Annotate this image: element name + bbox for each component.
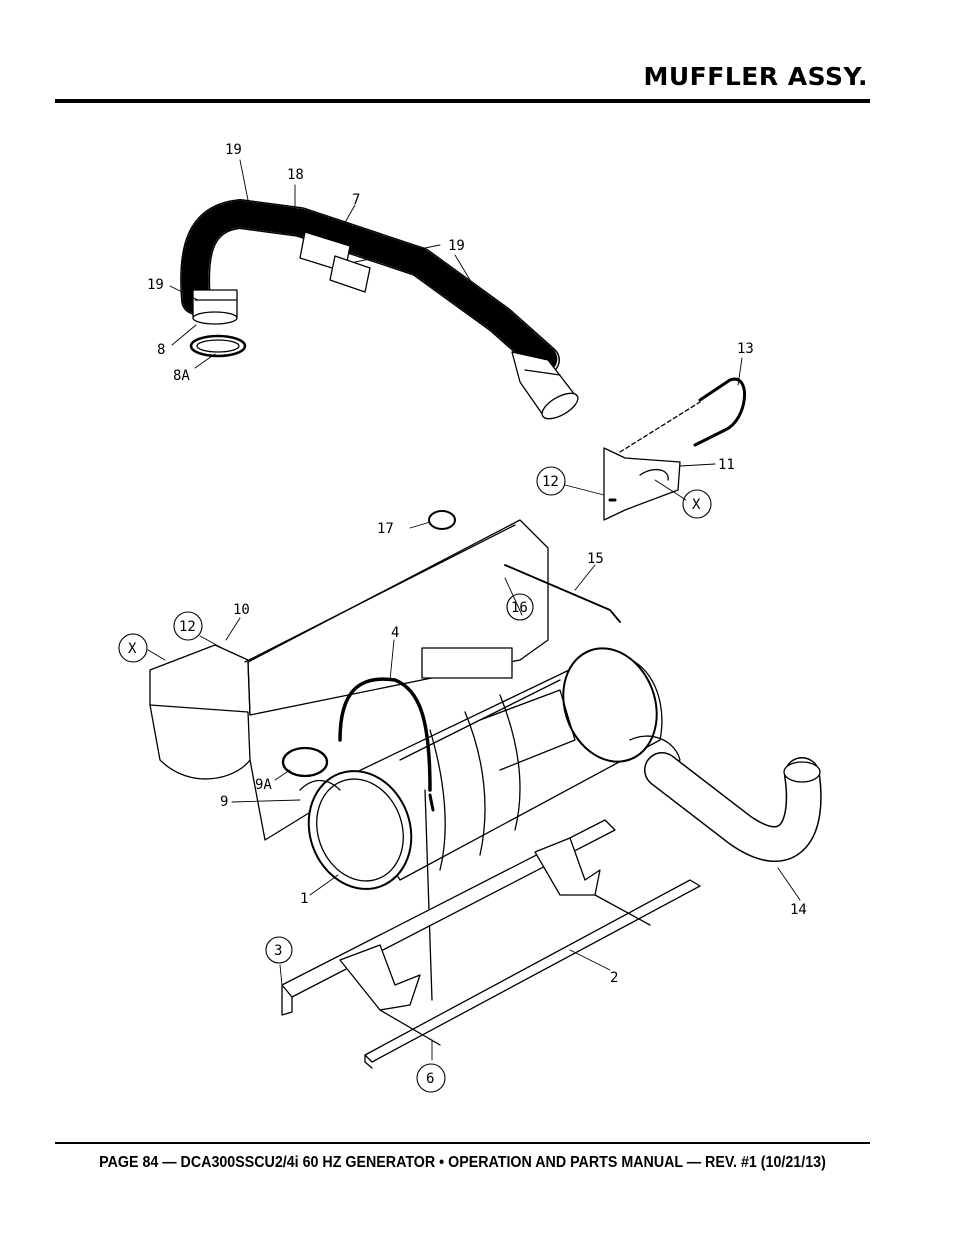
callout-9a: 9A — [255, 777, 272, 793]
callout-19: 19 — [147, 277, 164, 293]
callout-3: 3 — [274, 943, 282, 959]
callout-16: 16 — [511, 600, 528, 616]
flex-hose-upper — [180, 199, 560, 375]
callout-10: 10 — [233, 602, 250, 618]
heat-shield-panel-10 — [149, 519, 549, 841]
gasket-17 — [428, 510, 456, 530]
gasket-8a — [189, 334, 247, 358]
callout-circles — [118, 466, 712, 1093]
hose-fitting-right — [511, 351, 579, 420]
callout-12: 12 — [179, 619, 196, 635]
callout-6: 6 — [426, 1071, 434, 1087]
callout-1: 1 — [300, 891, 308, 907]
callout-8: 8 — [157, 342, 165, 358]
page-footer: PAGE 84 — DCA300SSCU2/4i 60 HZ GENERATOR… — [99, 1154, 826, 1171]
header-rule — [55, 99, 870, 103]
u-bolt-13 — [693, 377, 746, 447]
hose-fitting-left — [192, 289, 238, 325]
callout-13: 13 — [737, 341, 754, 357]
callout-18: 18 — [287, 167, 304, 183]
callout-12: 12 — [542, 474, 559, 490]
gasket-9a — [281, 746, 329, 778]
rod-15 — [504, 564, 621, 623]
callout-7: 7 — [352, 192, 360, 208]
hose-clamp-7 — [299, 231, 371, 293]
muffler-body-1 — [299, 647, 681, 890]
page-title: MUFFLER ASSY. — [643, 62, 868, 91]
callout-x: X — [128, 641, 137, 657]
callout-19: 19 — [448, 238, 465, 254]
bracket-11 — [603, 447, 681, 521]
callout-4: 4 — [391, 625, 399, 641]
callout-8a: 8A — [173, 368, 190, 384]
muffler-strap-4 — [338, 677, 432, 792]
callout-labels: 19 18 7 19 19 8 8A 13 12 11 X 17 15 16 1… — [128, 142, 807, 1087]
callout-15: 15 — [587, 551, 604, 567]
callout-14: 14 — [790, 902, 807, 918]
callout-2: 2 — [610, 970, 618, 986]
footer-rule — [55, 1142, 870, 1144]
callout-17: 17 — [377, 521, 394, 537]
callout-x: X — [692, 497, 701, 513]
callout-19: 19 — [225, 142, 242, 158]
leader-lines — [147, 159, 801, 1061]
mounting-frame-2 — [281, 819, 701, 1069]
callout-11: 11 — [718, 457, 735, 473]
callout-9: 9 — [220, 794, 228, 810]
